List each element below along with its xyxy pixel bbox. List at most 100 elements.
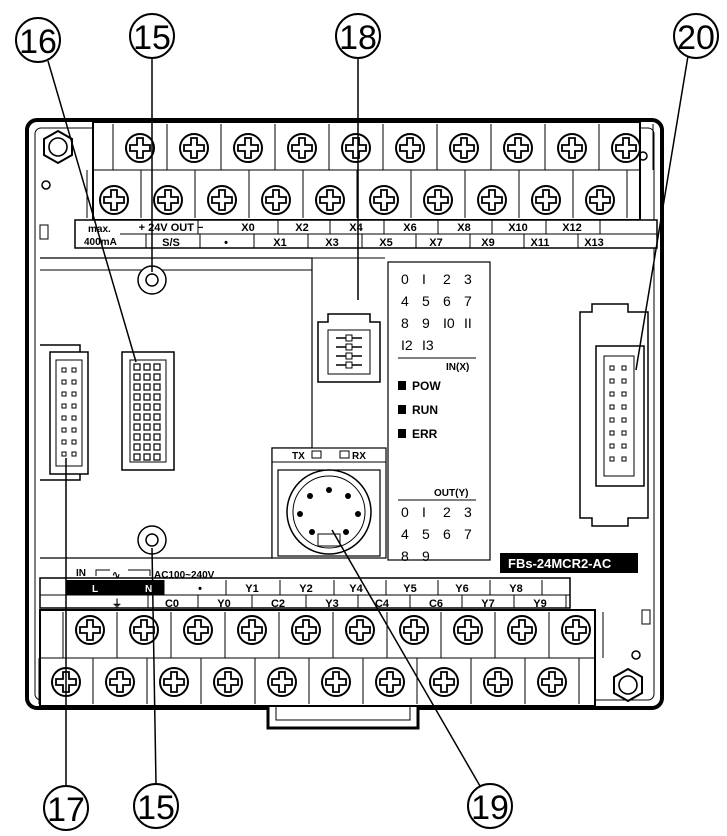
terminal-screw (233, 133, 263, 163)
input-led-number: II (464, 315, 472, 331)
ground-icon: ⏚ (112, 598, 122, 610)
max-current-label: max. (88, 224, 111, 235)
bottom-terminal-label: Y3 (325, 598, 338, 610)
terminal-screw (159, 667, 189, 697)
corner-nut-top-left (43, 130, 73, 164)
output-led-number: 3 (464, 504, 472, 520)
output-led-number: 9 (422, 548, 430, 564)
input-led-number: I2 (401, 337, 413, 353)
input-led-number: 7 (464, 293, 472, 309)
output-led-number: 0 (401, 504, 409, 520)
bottom-terminal-label: Y6 (455, 583, 468, 595)
input-led-number: 0 (401, 271, 409, 287)
input-led-number: 3 (464, 271, 472, 287)
status-led-label: ERR (412, 427, 438, 441)
input-led-number: 4 (401, 293, 409, 309)
top-terminal-label: X4 (349, 222, 363, 234)
bottom-terminal-label: • (198, 583, 202, 595)
rx-led (339, 450, 350, 459)
top-terminal-label: X2 (295, 222, 308, 234)
terminal-screw (395, 133, 425, 163)
top-terminal-label: X3 (325, 237, 338, 249)
terminal-screw (453, 615, 483, 645)
top-terminal-label: X13 (584, 237, 604, 249)
terminal-screw (503, 133, 533, 163)
input-led-number: 2 (443, 271, 451, 287)
bottom-terminal-label: Y9 (533, 598, 546, 610)
top-terminal-label: X10 (508, 222, 528, 234)
callouts: 16 15 18 20 17 15 19 (15, 13, 719, 831)
terminal-screw (507, 615, 537, 645)
bottom-terminal-label: Y5 (403, 583, 416, 595)
bottom-terminal-label: Y2 (299, 583, 312, 595)
terminal-screw (429, 667, 459, 697)
input-led-number: I3 (422, 337, 434, 353)
rx-label: RX (352, 451, 366, 462)
terminal-screw (375, 667, 405, 697)
terminal-screw (611, 133, 641, 163)
terminal-screw (341, 133, 371, 163)
top-terminal-label: X5 (379, 237, 392, 249)
terminal-screw (287, 133, 317, 163)
callout-16-circle (15, 17, 61, 63)
callout-17: 17 (47, 791, 85, 829)
status-led (398, 405, 406, 414)
corner-nut-bottom-right (613, 668, 643, 702)
terminal-screw (449, 133, 479, 163)
output-led-number: 2 (443, 504, 451, 520)
output-led-number: 8 (401, 548, 409, 564)
output-led-number: 6 (443, 526, 451, 542)
terminal-screw (423, 185, 453, 215)
callout-20: 20 (677, 19, 715, 57)
top-terminal-label: X9 (481, 237, 494, 249)
callout-19-circle (467, 783, 513, 829)
tx-led (311, 450, 322, 459)
terminal-screw (561, 615, 591, 645)
bottom-terminal-label: Y1 (245, 583, 258, 595)
memory-pack-connector (121, 351, 175, 471)
top-terminal-label: X11 (531, 237, 550, 249)
terminal-screw (213, 667, 243, 697)
model-badge (500, 553, 638, 573)
status-led-label: POW (412, 379, 441, 393)
left-expansion-connector (40, 344, 89, 481)
terminal-screw (207, 185, 237, 215)
input-led-number: I (422, 271, 426, 287)
terminal-screw (125, 133, 155, 163)
terminal-screw (537, 667, 567, 697)
power-in-label: IN (76, 568, 86, 579)
neutral-terminal-label: N (145, 584, 152, 595)
bottom-terminal-label: Y8 (509, 583, 522, 595)
terminal-screw (315, 185, 345, 215)
status-led (398, 429, 406, 438)
top-terminal-label: X8 (457, 222, 470, 234)
input-led-number: 8 (401, 315, 409, 331)
callout-19: 19 (471, 789, 509, 827)
bottom-terminal-label: Y7 (481, 598, 494, 610)
output-led-number: I (422, 504, 426, 520)
callout-15-bottom: 15 (137, 789, 175, 827)
terminal-screw (179, 133, 209, 163)
right-expansion-connector (579, 303, 649, 527)
input-led-number: I0 (443, 315, 455, 331)
terminal-screw (237, 615, 267, 645)
terminal-screw (153, 185, 183, 215)
terminal-screw (105, 667, 135, 697)
output-led-number: 5 (422, 526, 430, 542)
input-led-number: 6 (443, 293, 451, 309)
status-led-label: RUN (412, 403, 438, 417)
comm-port-0: TX RX (271, 447, 387, 559)
status-led (398, 381, 406, 390)
callout-16: 16 (19, 23, 57, 61)
ac-voltage-label: AC100~240V (154, 570, 215, 581)
terminal-screw (345, 615, 375, 645)
terminal-screw (291, 615, 321, 645)
terminal-screw (183, 615, 213, 645)
tx-label: TX (292, 451, 305, 462)
terminal-screw (321, 667, 351, 697)
top-terminal-label: • (224, 237, 228, 249)
bottom-terminal-label: C6 (429, 598, 443, 610)
top-terminal-label: + 24V OUT − (139, 222, 204, 234)
terminal-screw (369, 185, 399, 215)
